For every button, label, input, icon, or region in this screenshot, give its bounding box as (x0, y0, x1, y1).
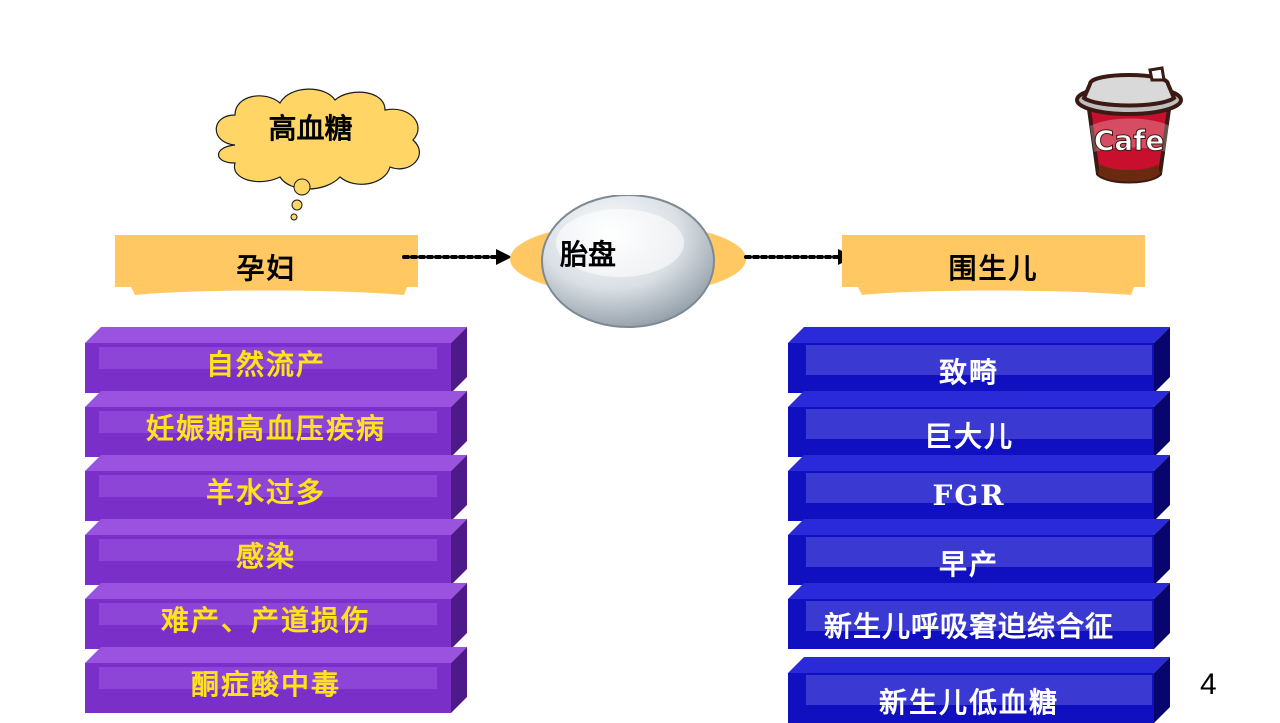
cafe-cup-icon: Cafe (1075, 66, 1183, 184)
maternal-outcome-label: 酮症酸中毒 (190, 668, 341, 701)
maternal-outcome-label: 自然流产 (205, 348, 326, 381)
fetus-label: 围生儿 (948, 252, 1039, 285)
cafe-logo-text: Cafe (1094, 124, 1165, 157)
fetal-outcome-block: 新生儿低血糖 (788, 657, 1170, 723)
fetal-outcome-label: FGR (932, 479, 1006, 512)
fetal-outcome-label: 早产 (938, 548, 999, 581)
fetal-outcome-block: 巨大儿 (788, 391, 1170, 457)
fetal-outcome-block: FGR (788, 455, 1170, 521)
maternal-outcome-label: 妊娠期高血压疾病 (145, 412, 386, 445)
maternal-outcome-block: 妊娠期高血压疾病 (85, 391, 467, 457)
maternal-outcome-label: 羊水过多 (205, 476, 326, 509)
fetal-outcome-label: 新生儿呼吸窘迫综合征 (823, 610, 1114, 643)
fetal-outcome-label: 巨大儿 (923, 420, 1014, 453)
maternal-outcome-block: 酮症酸中毒 (85, 647, 467, 713)
fetal-outcome-block: 致畸 (788, 327, 1170, 393)
maternal-outcome-label: 感染 (235, 540, 296, 573)
maternal-outcome-label: 难产、产道损伤 (160, 604, 371, 637)
fetal-outcome-block: 新生儿呼吸窘迫综合征 (788, 583, 1170, 649)
hyperglycemia-cloud: 高血糖 (205, 85, 430, 225)
placenta-shape: 胎盘 (508, 195, 748, 331)
arrow-mother-to-placenta (402, 249, 512, 265)
fetus-banner: 围生儿 (842, 235, 1145, 295)
placenta-label: 胎盘 (560, 238, 617, 271)
cloud-label: 高血糖 (268, 112, 353, 145)
fetal-outcome-label: 新生儿低血糖 (878, 686, 1059, 719)
maternal-outcome-block: 羊水过多 (85, 455, 467, 521)
page-number: 4 (1200, 668, 1217, 701)
maternal-outcome-block: 难产、产道损伤 (85, 583, 467, 649)
fetal-outcome-block: 早产 (788, 519, 1170, 585)
maternal-outcome-block: 感染 (85, 519, 467, 585)
maternal-outcome-block: 自然流产 (85, 327, 467, 393)
mother-banner: 孕妇 (115, 235, 418, 295)
fetal-outcome-label: 致畸 (938, 356, 999, 389)
arrow-placenta-to-fetus (744, 249, 854, 265)
mother-label: 孕妇 (236, 252, 297, 285)
